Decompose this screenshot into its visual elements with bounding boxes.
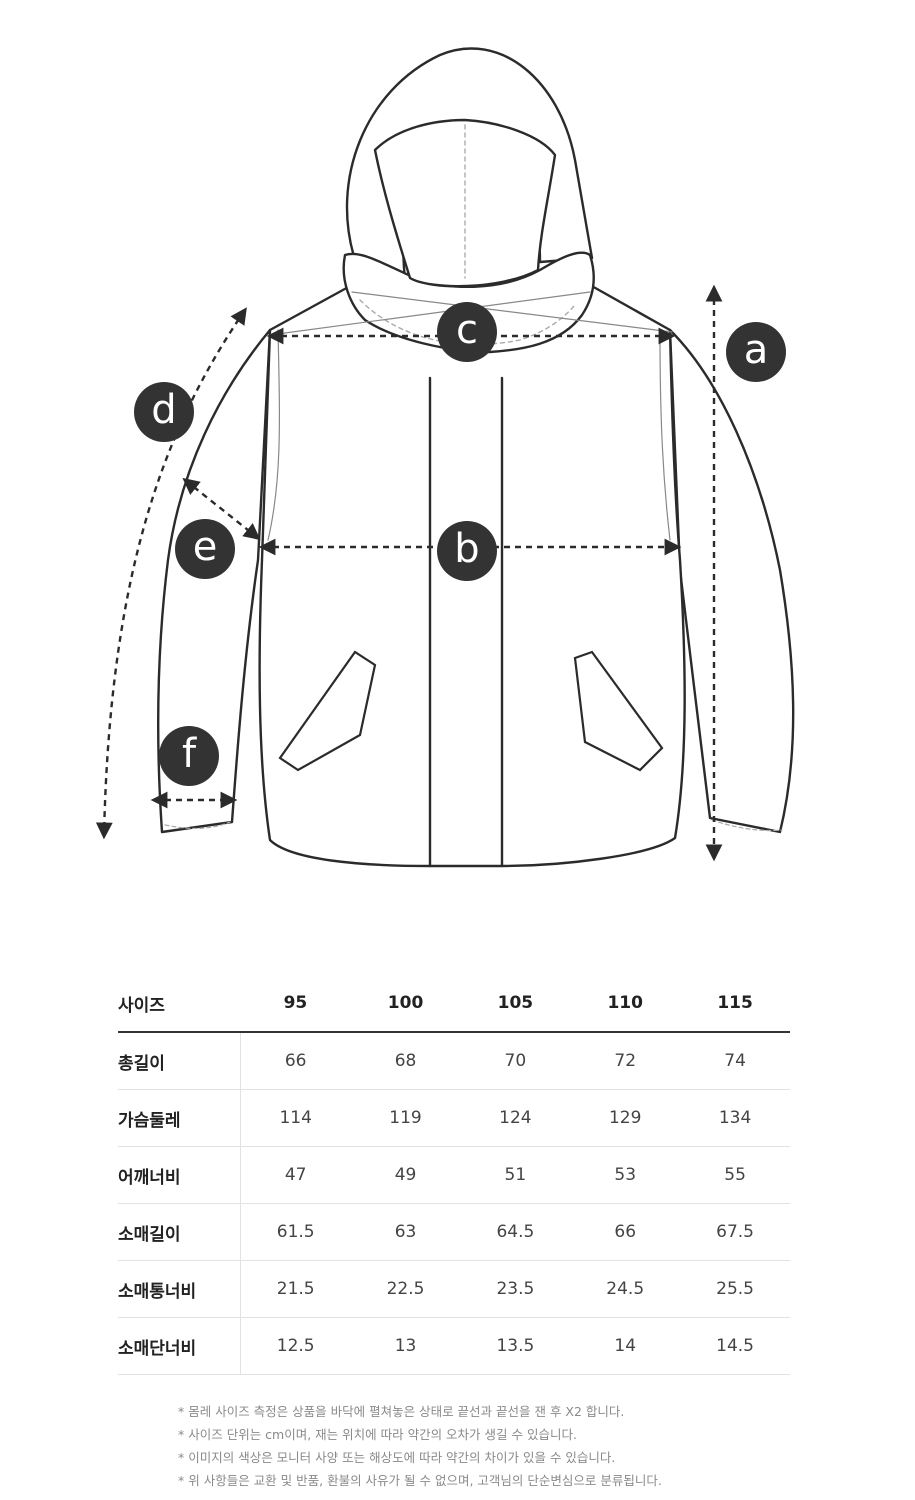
badge-a: a xyxy=(726,322,786,382)
jacket-diagram: a c b d e f xyxy=(95,47,795,868)
table-cell: 23.5 xyxy=(460,1260,571,1318)
header-size: 95 xyxy=(240,975,351,1033)
table-cell: 49 xyxy=(350,1146,461,1204)
table-cell: 25.5 xyxy=(680,1260,790,1318)
table-cell: 66 xyxy=(570,1203,681,1261)
table-cell: 64.5 xyxy=(460,1203,571,1261)
table-row: 소매길이 61.5 63 64.5 66 67.5 xyxy=(118,1203,790,1261)
row-label: 어깨너비 xyxy=(118,1146,241,1204)
row-label: 소매단너비 xyxy=(118,1317,241,1375)
badge-c-text: c xyxy=(456,307,478,353)
badge-b-text: b xyxy=(454,526,479,572)
size-table-header: 사이즈 95 100 105 110 115 xyxy=(118,975,790,1033)
table-row: 어깨너비 47 49 51 53 55 xyxy=(118,1146,790,1204)
table-cell: 129 xyxy=(570,1089,681,1147)
table-cell: 63 xyxy=(350,1203,461,1261)
table-cell: 67.5 xyxy=(680,1203,790,1261)
badge-a-text: a xyxy=(744,327,769,373)
header-size: 105 xyxy=(460,975,571,1033)
badge-d: d xyxy=(134,382,194,442)
table-cell: 114 xyxy=(240,1089,351,1147)
header-label: 사이즈 xyxy=(118,975,241,1033)
row-label: 가슴둘레 xyxy=(118,1089,241,1147)
table-row: 소매단너비 12.5 13 13.5 14 14.5 xyxy=(118,1317,790,1375)
notes: * 몸레 사이즈 측정은 상품을 바닥에 펼쳐놓은 상태로 끝선과 끝선을 잰 … xyxy=(178,1400,818,1492)
table-cell: 70 xyxy=(460,1032,571,1090)
table-cell: 13.5 xyxy=(460,1317,571,1375)
badge-d-text: d xyxy=(151,387,176,433)
arrow-e xyxy=(182,477,261,541)
table-cell: 134 xyxy=(680,1089,790,1147)
note-line: * 사이즈 단위는 cm이며, 재는 위치에 따라 약간의 오차가 생길 수 있… xyxy=(178,1427,577,1442)
table-cell: 14 xyxy=(570,1317,681,1375)
table-cell: 22.5 xyxy=(350,1260,461,1318)
header-size: 110 xyxy=(570,975,681,1033)
badge-c: c xyxy=(437,302,497,362)
table-cell: 119 xyxy=(350,1089,461,1147)
badge-b: b xyxy=(437,521,497,581)
note-line: * 이미지의 색상은 모니터 사양 또는 해상도에 따라 약간의 차이가 있을 … xyxy=(178,1450,616,1465)
table-cell: 66 xyxy=(240,1032,351,1090)
table-cell: 47 xyxy=(240,1146,351,1204)
badge-f-text: f xyxy=(182,731,197,777)
arrow-d xyxy=(95,307,247,840)
badge-e: e xyxy=(175,519,235,579)
table-cell: 21.5 xyxy=(240,1260,351,1318)
badge-e-text: e xyxy=(193,524,218,570)
table-cell: 61.5 xyxy=(240,1203,351,1261)
badge-f: f xyxy=(159,726,219,786)
note-line: * 몸레 사이즈 측정은 상품을 바닥에 펼쳐놓은 상태로 끝선과 끝선을 잰 … xyxy=(178,1404,625,1419)
size-table: 사이즈 95 100 105 110 115 총길이 66 68 70 72 7… xyxy=(118,975,790,1375)
table-cell: 72 xyxy=(570,1032,681,1090)
table-cell: 12.5 xyxy=(240,1317,351,1375)
table-cell: 13 xyxy=(350,1317,461,1375)
jacket-outline xyxy=(156,47,795,868)
table-cell: 55 xyxy=(680,1146,790,1204)
table-cell: 124 xyxy=(460,1089,571,1147)
header-size: 115 xyxy=(680,975,790,1033)
table-cell: 68 xyxy=(350,1032,461,1090)
header-size: 100 xyxy=(350,975,461,1033)
table-cell: 24.5 xyxy=(570,1260,681,1318)
table-row: 가슴둘레 114 119 124 129 134 xyxy=(118,1089,790,1147)
table-row: 총길이 66 68 70 72 74 xyxy=(118,1032,790,1090)
row-label: 소매통너비 xyxy=(118,1260,241,1318)
note-line: * 위 사항들은 교환 및 반품, 환불의 사유가 될 수 없으며, 고객님의 … xyxy=(178,1473,662,1488)
row-label: 소매길이 xyxy=(118,1203,241,1261)
table-cell: 51 xyxy=(460,1146,571,1204)
table-cell: 74 xyxy=(680,1032,790,1090)
row-label: 총길이 xyxy=(118,1032,241,1090)
table-cell: 14.5 xyxy=(680,1317,790,1375)
table-cell: 53 xyxy=(570,1146,681,1204)
table-row: 소매통너비 21.5 22.5 23.5 24.5 25.5 xyxy=(118,1260,790,1318)
